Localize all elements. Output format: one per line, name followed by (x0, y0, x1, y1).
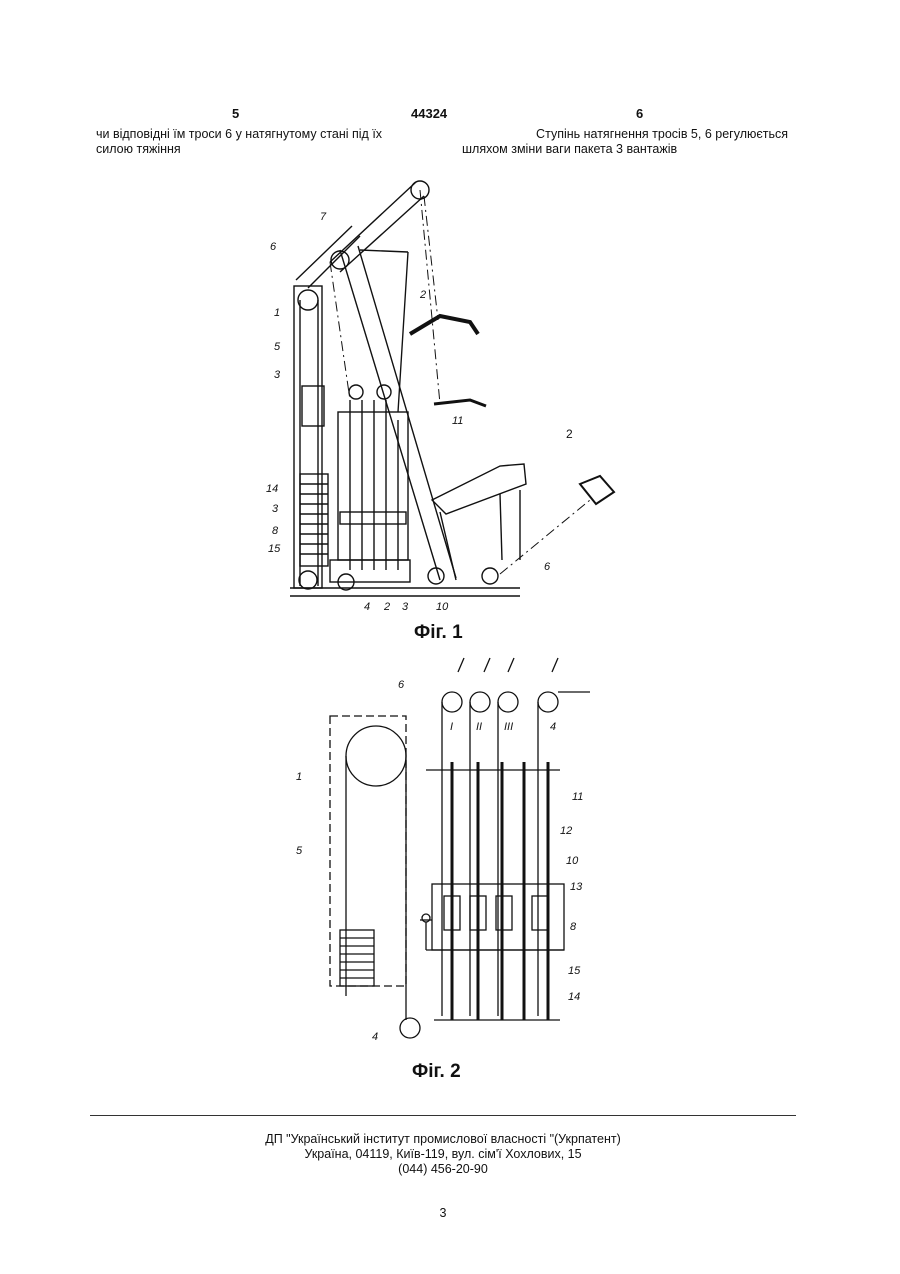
footer-line: ДП "Український інститут промислової вла… (90, 1132, 796, 1147)
figure-2-caption: Фіг. 2 (412, 1061, 461, 1083)
fig1-label-4: 4 (364, 601, 370, 613)
footer-line: (044) 456-20-90 (90, 1162, 796, 1177)
fig2-label-15: 15 (568, 965, 581, 977)
fig1-label-2-top: 2 (419, 289, 426, 301)
fig1-label-14: 14 (266, 483, 278, 495)
fig2-label-III: III (504, 721, 513, 733)
fig1-label-8: 8 (272, 525, 279, 537)
fig2-label-I: I (450, 721, 453, 733)
fig2-label-6: 6 (398, 679, 405, 691)
figure-1-caption: Фіг. 1 (414, 622, 463, 644)
fig2-label-12: 12 (560, 825, 572, 837)
fig2-label-14: 14 (568, 991, 580, 1003)
fig1-label-2-right: 2 (566, 427, 573, 441)
fig1-label-2b: 2 (383, 601, 390, 613)
fig1-label-3: 3 (274, 369, 281, 381)
fig2-label-8: 8 (570, 921, 577, 933)
fig2-label-4-top: 4 (550, 721, 556, 733)
page-number: 3 (90, 1206, 796, 1221)
footer-publisher: ДП "Український інститут промислової вла… (90, 1132, 796, 1177)
fig2-label-10: 10 (566, 855, 579, 867)
fig1-label-11: 11 (452, 415, 463, 427)
fig2-label-13: 13 (570, 881, 583, 893)
fig1-label-10: 10 (436, 601, 449, 613)
footer-line: Україна, 04119, Київ-119, вул. сім'ї Хох… (90, 1147, 796, 1162)
fig2-label-II: II (476, 721, 482, 733)
fig1-label-3c: 3 (402, 601, 409, 613)
fig2-label-1: 1 (296, 771, 302, 783)
figure-2-drawing: 6 I II III 4 1 5 4 11 12 10 13 8 15 14 (0, 650, 900, 1050)
fig1-label-15: 15 (268, 543, 281, 555)
footer-divider (90, 1115, 796, 1116)
fig2-label-5: 5 (296, 845, 303, 857)
fig1-label-7: 7 (320, 211, 327, 223)
fig2-label-11: 11 (572, 791, 583, 803)
fig1-label-5: 5 (274, 341, 281, 353)
figure-1-drawing: 7 6 1 5 3 2 11 2 14 3 8 15 4 2 3 10 6 (0, 0, 900, 660)
fig1-label-1: 1 (274, 307, 280, 319)
fig1-label-6: 6 (270, 241, 277, 253)
fig1-label-3b: 3 (272, 503, 279, 515)
fig2-label-4: 4 (372, 1031, 378, 1043)
fig1-label-6b: 6 (544, 561, 551, 573)
